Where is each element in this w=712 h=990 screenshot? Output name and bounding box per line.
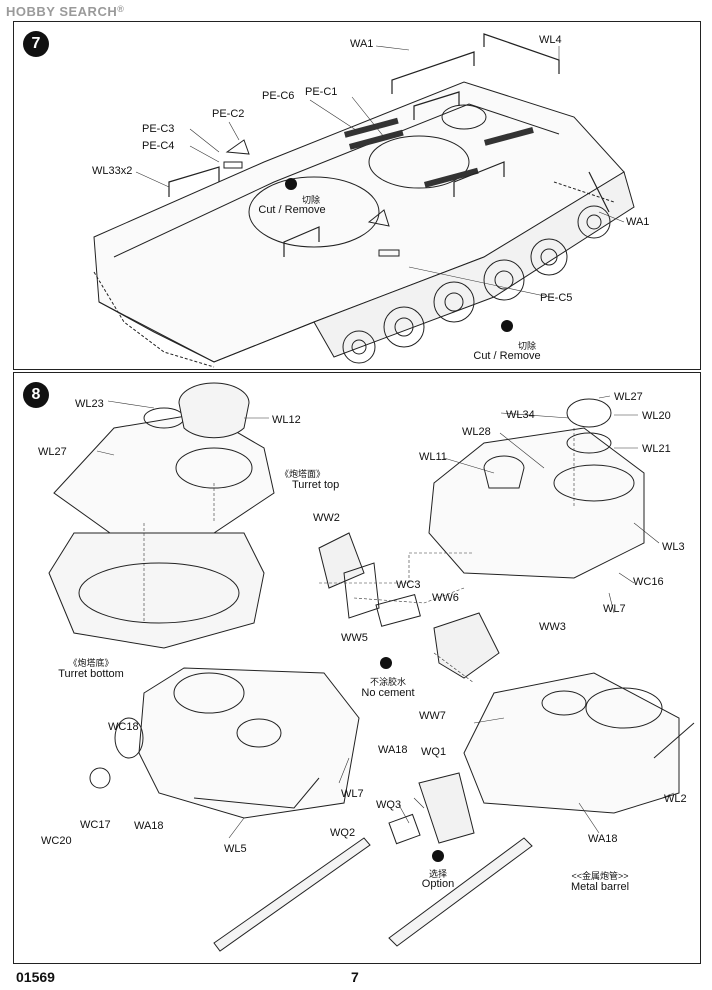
metal-barrel-label: Metal barrel	[570, 881, 630, 893]
label-wa18-right: WA18	[588, 833, 618, 845]
cut-remove-label-2: Cut / Remove	[473, 350, 541, 362]
option-label: Option	[421, 878, 455, 890]
label-pe-c6: PE-C6	[262, 90, 295, 102]
page-number: 7	[351, 969, 359, 985]
label-wl12: WL12	[272, 414, 301, 426]
label-wl20: WL20	[642, 410, 671, 422]
label-wl4: WL4	[539, 34, 562, 46]
label-wc18: WC18	[108, 721, 139, 733]
label-wl2: WL2	[664, 793, 687, 805]
label-wl27-left: WL27	[38, 446, 67, 458]
step-number: 7	[23, 31, 49, 57]
label-pe-c1: PE-C1	[305, 86, 338, 98]
label-wl34: WL34	[506, 409, 535, 421]
label-pe-c4: PE-C4	[142, 140, 175, 152]
label-wl27-right: WL27	[614, 391, 643, 403]
label-wq2: WQ2	[330, 827, 356, 839]
label-ww6: WW6	[432, 592, 459, 604]
step-7-panel: 7	[13, 21, 701, 370]
label-wl23: WL23	[75, 398, 104, 410]
turret-top-cn: 《炮塔面》	[280, 469, 326, 479]
option-cn: 选择	[428, 869, 448, 879]
cut-label-cn: 切除	[302, 195, 321, 205]
label-wc3: WC3	[396, 579, 421, 591]
label-wl3: WL3	[662, 541, 685, 553]
label-pe-c3: PE-C3	[142, 123, 175, 135]
product-code: 01569	[16, 969, 55, 985]
turret-top-label: Turret top	[292, 479, 340, 491]
label-wl7-left: WL7	[341, 788, 364, 800]
label-wc20: WC20	[41, 835, 72, 847]
label-wc16: WC16	[633, 576, 664, 588]
label-wa18-mid: WA18	[378, 744, 408, 756]
no-cement-cn: 不涂胶水	[369, 677, 407, 687]
label-wa18-left: WA18	[134, 820, 164, 832]
label-wq1: WQ1	[421, 746, 447, 758]
turret-bottom-label: Turret bottom	[58, 668, 124, 680]
label-wq3: WQ3	[376, 799, 402, 811]
label-wl28: WL28	[462, 426, 491, 438]
cut-label-cn-2: 切除	[518, 341, 537, 351]
no-cement-label: No cement	[361, 687, 415, 699]
label-pe-c5: PE-C5	[540, 292, 573, 304]
hull-drawing	[93, 33, 635, 368]
label-wc17: WC17	[80, 819, 111, 831]
label-wa1-top: WA1	[350, 38, 374, 50]
label-wa1-right: WA1	[626, 216, 650, 228]
label-ww3: WW3	[539, 621, 566, 633]
label-wl21: WL21	[642, 443, 671, 455]
turret-bottom-cn: 《炮塔底》	[68, 658, 114, 668]
label-ww5: WW5	[341, 632, 368, 644]
label-wl33x2: WL33x2	[92, 165, 133, 177]
label-wl5: WL5	[224, 843, 247, 855]
step-8-panel: 8	[13, 372, 701, 964]
cut-remove-label: Cut / Remove	[258, 204, 326, 216]
watermark-logo: HOBBY SEARCH®	[6, 4, 125, 19]
label-wl7-right: WL7	[603, 603, 626, 615]
step-number: 8	[23, 382, 49, 408]
label-ww7: WW7	[419, 710, 446, 722]
turret-drawing	[48, 382, 695, 952]
label-wl11: WL11	[419, 451, 447, 463]
metal-barrel-cn: <<金属炮管>>	[571, 871, 629, 881]
label-pe-c2: PE-C2	[212, 108, 245, 120]
label-ww2: WW2	[313, 512, 340, 524]
